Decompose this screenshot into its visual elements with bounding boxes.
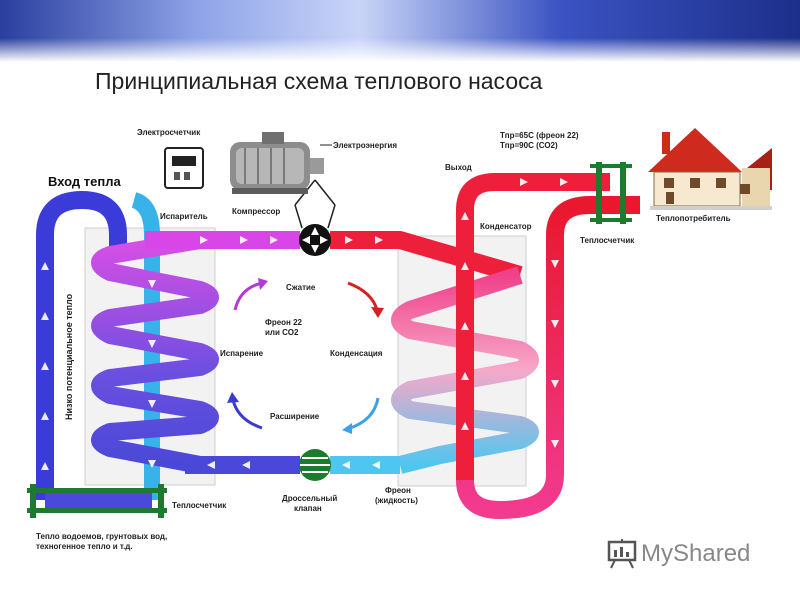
label-expansion: Расширение [270, 412, 320, 421]
compressor-symbol [294, 179, 336, 256]
header-banner-fade [0, 38, 800, 62]
label-tpr-line1: Тпр=65С (фреон 22) [500, 131, 579, 140]
flow-arrows [41, 178, 568, 470]
label-freon-line1: Фреон 22 [265, 318, 303, 327]
condenser-coil [391, 266, 539, 474]
electric-motor [230, 132, 324, 194]
label-evaporation: Испарение [220, 349, 264, 358]
throttle-valve-symbol [299, 449, 331, 481]
label-condensation: Конденсация [330, 349, 383, 358]
page-title: Принципиальная схема теплового насоса [95, 68, 543, 94]
label-electric-meter: Электросчетчик [137, 128, 201, 137]
label-heat-meter-left: Теплосчетчик [172, 501, 227, 510]
evaporator-coil [91, 231, 219, 474]
label-compression: Сжатие [286, 283, 316, 292]
label-evaporator: Испаритель [160, 212, 208, 221]
presentation-board-icon [607, 539, 637, 569]
heating-supply-pipe [456, 173, 610, 480]
compressor-outlet-pipe [330, 231, 523, 284]
label-freon-liquid-line2: (жидкость) [375, 496, 418, 505]
electric-meter [164, 147, 204, 189]
label-low-potential-heat: Низко потенциальное тепло [64, 293, 74, 420]
label-electricity: Электроэнергия [333, 141, 398, 150]
label-sources-line1: Тепло водоемов, грунтовых вод, [36, 532, 168, 541]
label-throttle-line1: Дроссельный [282, 494, 338, 503]
label-throttle-line2: клапан [294, 504, 322, 513]
cycle-arrows [227, 278, 384, 434]
label-condenser: Конденсатор [480, 222, 532, 231]
myshared-logo: MyShared [605, 538, 750, 570]
heat-meter-left [27, 484, 167, 518]
label-heat-input: Вход тепла [48, 174, 121, 189]
label-freon-line2: или СО2 [265, 328, 299, 337]
house-illustration [648, 128, 772, 210]
source-loop-blue [36, 190, 127, 500]
label-output: Выход [445, 163, 472, 172]
label-freon-liquid-line1: Фреон [385, 486, 411, 495]
heating-return-pipe [456, 196, 640, 519]
heat-meter-right [590, 162, 632, 224]
label-heat-consumer: Теплопотребитель [656, 214, 731, 223]
label-heat-meter-right: Теплосчетчик [580, 236, 635, 245]
label-tpr-line2: Тпр=90С (СО2) [500, 141, 558, 150]
label-compressor: Компрессор [232, 207, 281, 216]
label-sources-line2: техногенное тепло и т.д. [36, 542, 133, 551]
logo-text: MyShared [641, 540, 751, 567]
